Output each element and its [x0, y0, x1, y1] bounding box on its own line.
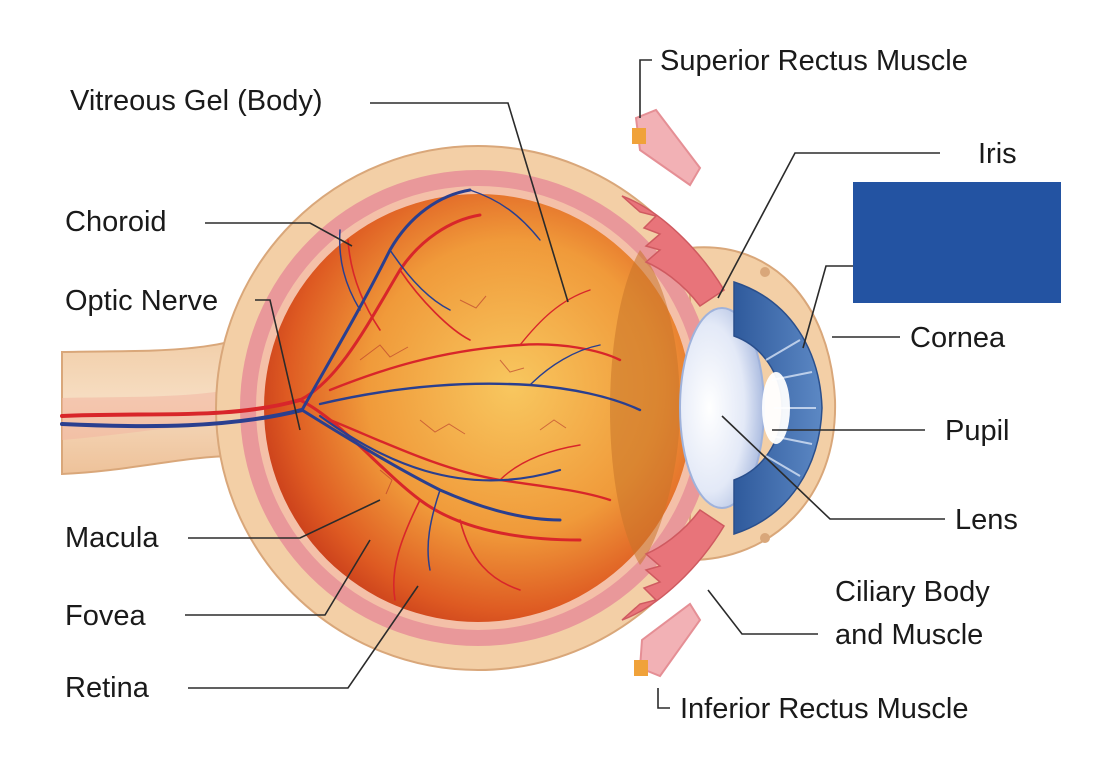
ciliary-body-upper — [621, 195, 726, 308]
label-fovea: Fovea — [65, 600, 146, 632]
superior-rectus-tip — [632, 128, 646, 144]
label-ciliary-body-line2: and Muscle — [835, 619, 983, 651]
superior-rectus-muscle — [634, 108, 702, 187]
redaction-box — [853, 182, 1061, 303]
label-inferior-rectus-muscle: Inferior Rectus Muscle — [680, 693, 969, 725]
arteries — [60, 213, 622, 601]
label-iris: Iris — [978, 138, 1017, 170]
iris-rays — [765, 339, 816, 477]
ciliary-body-lower — [621, 508, 726, 621]
label-vitreous-gel: Vitreous Gel (Body) — [70, 85, 323, 117]
label-pupil: Pupil — [945, 415, 1010, 447]
inferior-rectus-muscle — [638, 602, 702, 678]
label-superior-rectus-muscle: Superior Rectus Muscle — [660, 45, 968, 77]
vitreous-globe — [264, 194, 692, 622]
cornea-dot-bottom — [760, 533, 770, 543]
leader-lines — [185, 59, 945, 709]
inferior-rectus-tip — [634, 660, 648, 676]
label-ciliary-body-line1: Ciliary Body — [835, 576, 990, 608]
label-choroid: Choroid — [65, 206, 167, 238]
capillaries — [359, 295, 567, 495]
pupil-shape — [762, 372, 790, 444]
label-retina: Retina — [65, 672, 150, 704]
vitreous-front-shade — [610, 250, 680, 565]
label-lens: Lens — [955, 504, 1018, 536]
label-macula: Macula — [65, 522, 159, 554]
label-cornea: Cornea — [910, 322, 1006, 354]
label-optic-nerve: Optic Nerve — [65, 285, 218, 317]
cornea-dot-top — [760, 267, 770, 277]
veins — [60, 188, 642, 571]
